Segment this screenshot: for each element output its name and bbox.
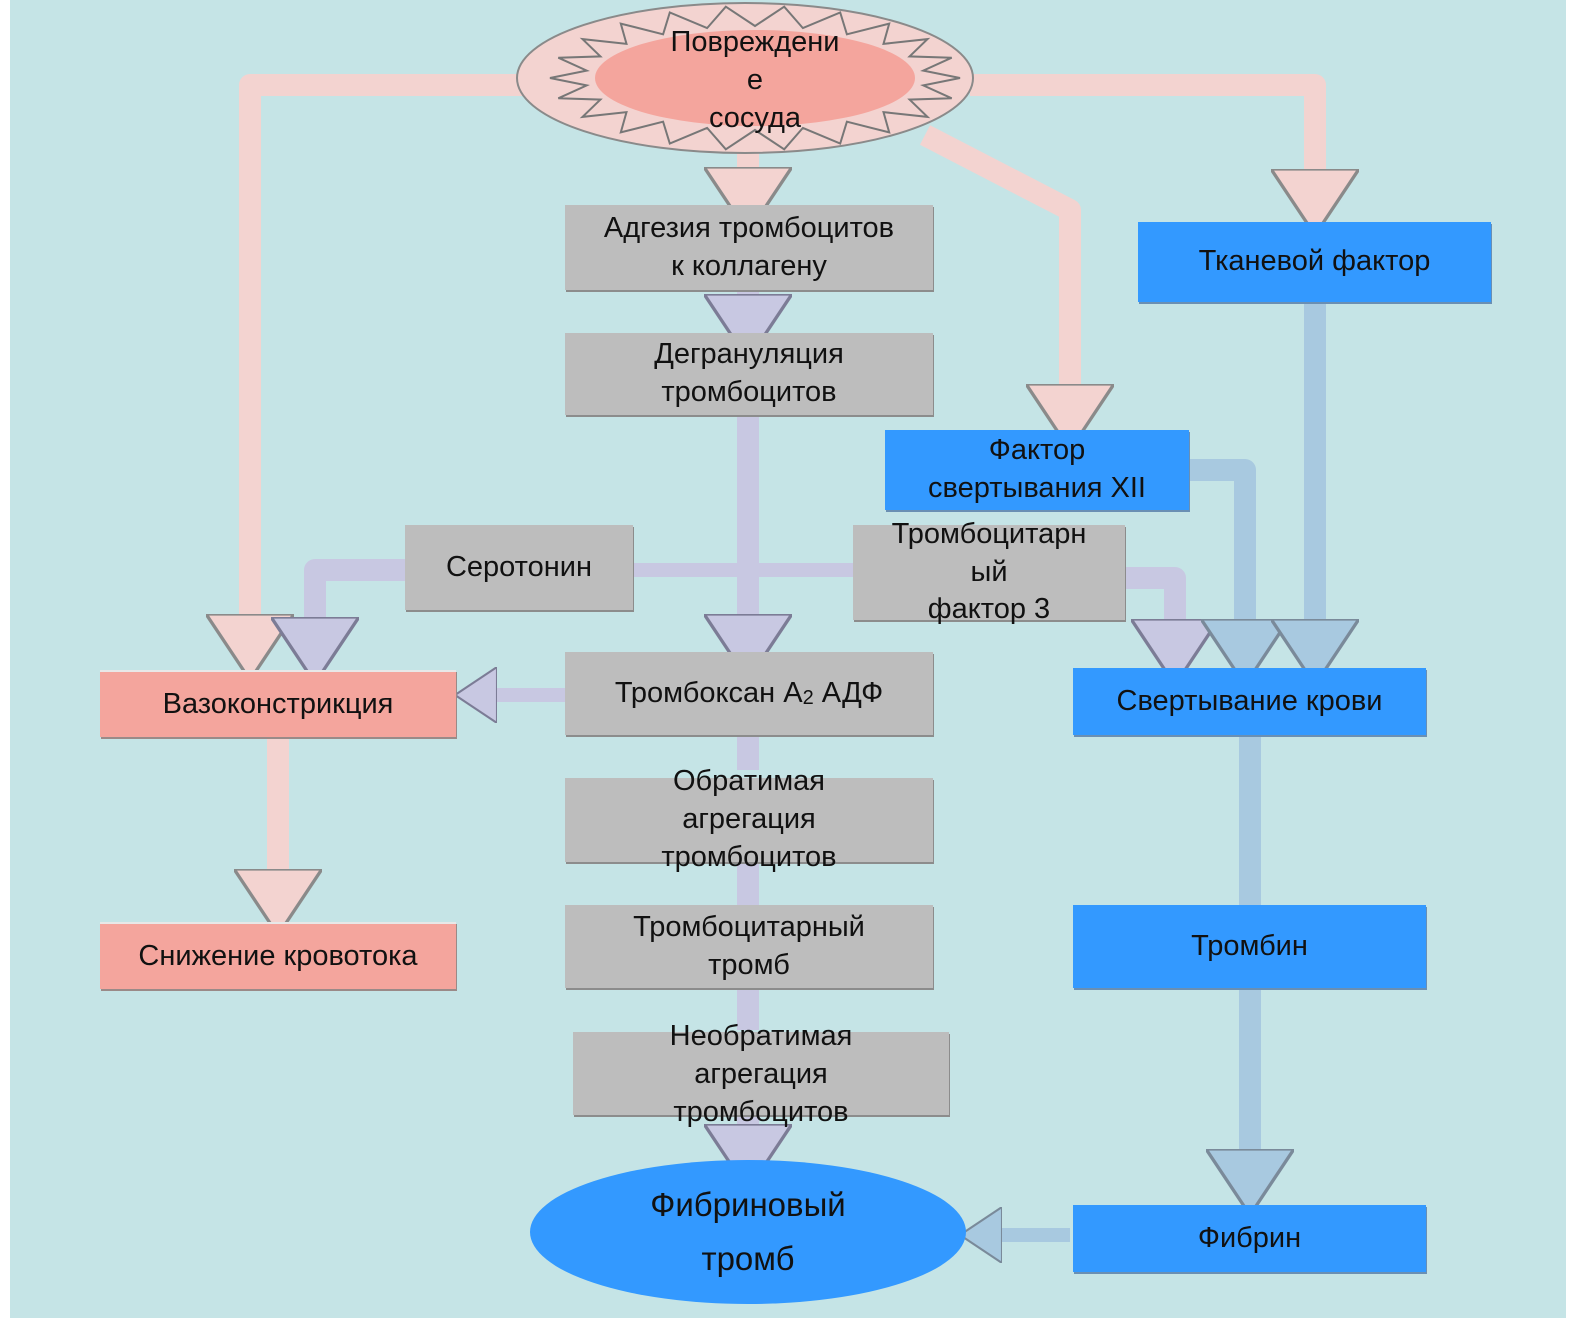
- reversible-aggregation-box: [565, 778, 933, 862]
- vasoconstriction-box: Вазоконстрикция: [100, 670, 456, 737]
- serotonin-box: Серотонин: [405, 525, 633, 610]
- adhesion-box: Адгезия тромбоцитов к коллагену: [565, 205, 933, 290]
- degranulation-box: Дегрануляция тромбоцитов: [565, 333, 933, 415]
- arrow-damage-to-tissue-factor: [970, 74, 1315, 180]
- platelet-factor3-box: Тромбоцитарн ый фактор 3: [853, 518, 1125, 625]
- arrow-factor-xii-to-coagulation: [1185, 459, 1245, 630]
- fibrin-thrombus-ellipse: [530, 1160, 966, 1304]
- fibrin-box: Фибрин: [1073, 1205, 1426, 1272]
- arrow-serotonin-to-vasoconstriction: [315, 559, 405, 628]
- arrow-damage-to-factor-xii: [919, 125, 1070, 395]
- vessel-damage-ellipse: [595, 30, 915, 126]
- thromboxane-suffix: АДФ: [813, 676, 884, 709]
- irreversible-aggregation-box: [573, 1032, 949, 1115]
- arrow-factor3-to-coagulation: [1125, 567, 1175, 630]
- thrombin-box: Тромбин: [1073, 905, 1426, 988]
- tissue-factor-box: Тканевой фактор: [1138, 222, 1491, 302]
- platelet-thrombus-box: Тромбоцитарный тромб: [565, 905, 933, 988]
- hemostasis-diagram: Повреждени е сосуда Адгезия тромбоцитов …: [10, 0, 1566, 1318]
- factor-xii-box: Фактор свертывания XII: [885, 430, 1189, 510]
- thromboxane-label: Тромбоксан А: [614, 676, 803, 709]
- arrow-damage-to-vasoconstriction: [250, 74, 530, 625]
- blood-flow-decrease-box: Снижение кровотока: [100, 922, 456, 989]
- coagulation-box: Свертывание крови: [1073, 668, 1426, 735]
- thromboxane-subscript: 2: [802, 686, 814, 709]
